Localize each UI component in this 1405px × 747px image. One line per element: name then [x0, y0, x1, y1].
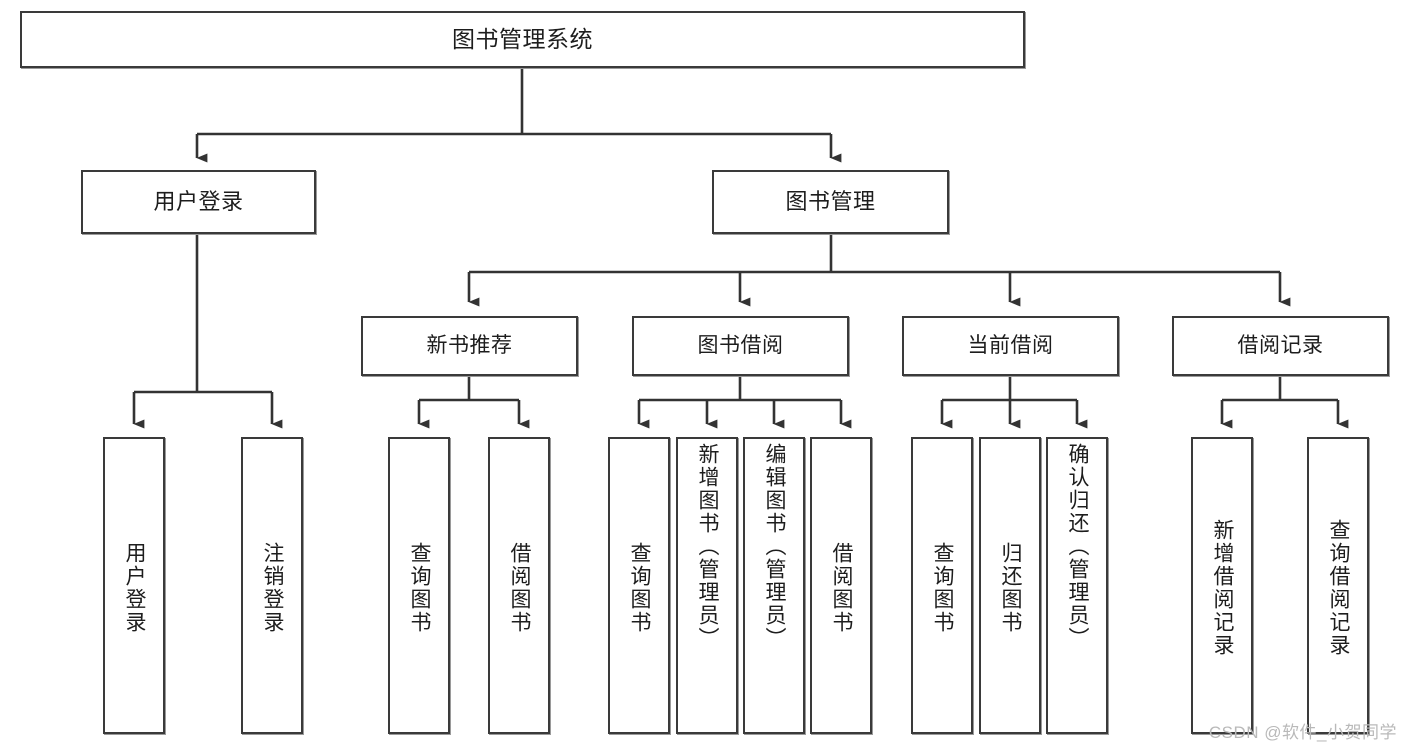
- leaf-current-borrow-query[interactable]: 查询图书: [911, 437, 973, 734]
- csdn-watermark: CSDN @软件_小贺同学: [1208, 723, 1397, 742]
- leaf-label: 新增借阅记录: [1211, 518, 1235, 657]
- node-root-library-system[interactable]: 图书管理系统: [20, 11, 1025, 68]
- leaf-book-borrow-borrow[interactable]: 借阅图书: [810, 437, 872, 734]
- node-label: 图书管理: [785, 188, 876, 214]
- node-label: 新书推荐: [426, 334, 513, 358]
- leaf-book-borrow-edit[interactable]: 编辑图书（管理员）: [743, 437, 805, 734]
- leaf-label: 用户登录: [123, 541, 147, 634]
- leaf-label: 查询图书: [931, 541, 955, 634]
- leaf-borrow-record-query[interactable]: 查询借阅记录: [1307, 437, 1369, 734]
- leaf-label: 借阅图书: [830, 541, 854, 634]
- node-label: 图书借阅: [697, 334, 784, 358]
- leaf-new-book-borrow[interactable]: 借阅图书: [488, 437, 550, 734]
- leaf-book-borrow-add[interactable]: 新增图书（管理员）: [676, 437, 738, 734]
- leaf-label: 注销登录: [261, 541, 285, 634]
- node-label: 借阅记录: [1237, 334, 1324, 358]
- node-user-login[interactable]: 用户登录: [81, 170, 316, 234]
- leaf-current-borrow-return[interactable]: 归还图书: [979, 437, 1041, 734]
- leaf-label: 新增图书（管理员）: [696, 443, 720, 650]
- leaf-new-book-query[interactable]: 查询图书: [388, 437, 450, 734]
- leaf-label: 查询图书: [408, 541, 432, 634]
- leaf-label: 查询图书: [628, 541, 652, 634]
- node-new-book-recommend[interactable]: 新书推荐: [361, 316, 578, 376]
- leaf-book-borrow-query[interactable]: 查询图书: [608, 437, 670, 734]
- leaf-current-borrow-confirm-return[interactable]: 确认归还（管理员）: [1046, 437, 1108, 734]
- leaf-user-login-logout[interactable]: 注销登录: [241, 437, 303, 734]
- leaf-label: 借阅图书: [508, 541, 532, 634]
- leaf-label: 归还图书: [999, 541, 1023, 634]
- leaf-label: 查询借阅记录: [1327, 518, 1351, 657]
- leaf-label: 编辑图书（管理员）: [763, 443, 787, 650]
- node-label: 用户登录: [153, 188, 244, 214]
- leaf-borrow-record-add[interactable]: 新增借阅记录: [1191, 437, 1253, 734]
- node-book-borrow[interactable]: 图书借阅: [632, 316, 849, 376]
- node-book-management[interactable]: 图书管理: [712, 170, 949, 234]
- node-label: 图书管理系统: [452, 25, 593, 52]
- node-borrow-record[interactable]: 借阅记录: [1172, 316, 1389, 376]
- leaf-user-login-login[interactable]: 用户登录: [103, 437, 165, 734]
- leaf-label: 确认归还（管理员）: [1066, 443, 1090, 650]
- node-current-borrow[interactable]: 当前借阅: [902, 316, 1119, 376]
- node-label: 当前借阅: [967, 334, 1054, 358]
